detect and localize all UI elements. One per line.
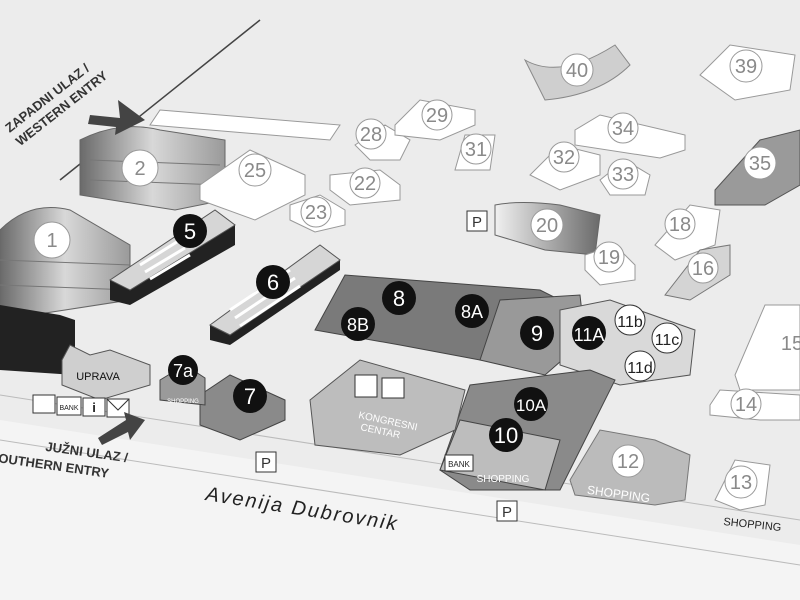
building-19-label: 19 [598, 247, 620, 269]
building-10-label: 10 [494, 423, 518, 448]
building-29[interactable]: 29 [394, 99, 476, 141]
building-14[interactable]: 14 [709, 388, 800, 421]
building-32[interactable]: 32 [529, 141, 601, 191]
building-22-label: 22 [354, 173, 376, 195]
building-5-label: 5 [184, 219, 196, 244]
building-31-label: 31 [465, 139, 487, 161]
building-16[interactable]: 16 [664, 244, 731, 301]
bank-icon-label: BANK [59, 405, 78, 412]
building-2-label: 2 [134, 158, 145, 180]
building-39[interactable]: 39 [699, 44, 796, 101]
shopping-7a-label: SHOPPING [167, 399, 199, 405]
bank-icon [56, 396, 82, 416]
building-8b-label: 8B [347, 315, 369, 335]
building-1[interactable]: 1 [0, 207, 131, 321]
building-33[interactable]: 33 [599, 158, 651, 196]
parking-icon [496, 500, 518, 522]
building-8a-label: 8A [461, 302, 483, 322]
building-9-label: 9 [531, 321, 543, 346]
service-icons: BANK i [32, 394, 130, 418]
bank-10-label: BANK [448, 460, 470, 469]
building-12[interactable]: 12 SHOPPING [569, 429, 691, 506]
building-7-label: 7 [244, 384, 256, 409]
road-edge [0, 439, 800, 566]
building-8-label: 8 [393, 286, 405, 311]
building-22[interactable]: 22 [329, 167, 401, 206]
building-39-label: 39 [735, 56, 757, 78]
building-14-label: 14 [735, 394, 757, 416]
parking-icon [466, 210, 488, 232]
road-avenija-dubrovnik [0, 420, 800, 600]
building-23-label: 23 [305, 202, 327, 224]
building-2[interactable]: 2 [79, 126, 226, 211]
building-29-label: 29 [426, 105, 448, 127]
building-2-roof [149, 109, 341, 141]
building-31[interactable]: 31 [454, 133, 496, 171]
shopping-13-label: SHOPPING [723, 516, 782, 534]
building-34-label: 34 [612, 118, 634, 140]
building-40-label: 40 [566, 60, 588, 82]
building-1-label: 1 [46, 230, 57, 252]
building-7a[interactable]: 7a SHOPPING [159, 355, 206, 406]
building-10-complex[interactable]: 10A 10 BANK SHOPPING [439, 369, 616, 491]
building-15-label: 15 [781, 333, 800, 355]
building-5[interactable]: 5 [109, 209, 236, 305]
svg-text:i: i [92, 400, 96, 415]
building-25-label: 25 [244, 160, 266, 182]
building-6-label: 6 [267, 270, 279, 295]
building-7a-label: 7a [173, 361, 194, 381]
shopping-10-label: SHOPPING [477, 474, 530, 485]
building-16-label: 16 [692, 258, 714, 280]
building-20-label: 20 [536, 215, 558, 237]
building-25[interactable]: 25 [199, 149, 306, 221]
building-35-label: 35 [749, 153, 771, 175]
building-20[interactable]: 20 [494, 202, 601, 256]
building-40[interactable]: 40 [523, 44, 631, 101]
building-8-complex[interactable]: 8 8A 8B 9 [314, 274, 586, 376]
building-28-label: 28 [360, 124, 382, 146]
coffee-icon [32, 394, 56, 414]
building-35[interactable]: 35 [714, 129, 800, 206]
southern-entry-arrow-icon [98, 412, 145, 445]
building-11a-label: 11A [574, 325, 605, 345]
building-13-label: 13 [730, 472, 752, 494]
building-11d-label: 11d [627, 360, 653, 377]
building-10a-label: 10A [516, 396, 547, 415]
building-13[interactable]: 13 SHOPPING [714, 459, 782, 534]
western-entry-arrow-icon [88, 100, 145, 135]
building-11b-label: 11b [617, 314, 643, 331]
parking-icon [255, 451, 277, 473]
building-kongresni-centar[interactable]: KONGRESNI CENTAR [309, 359, 466, 456]
building-15[interactable]: 15 [734, 304, 800, 391]
building-18[interactable]: 18 [654, 204, 721, 261]
building-7[interactable]: 7 [199, 374, 286, 441]
parking-label: P [472, 214, 482, 231]
building-6[interactable]: 6 [209, 244, 341, 345]
mail-icon [106, 398, 130, 418]
building-23[interactable]: 23 [289, 194, 346, 233]
building-18-label: 18 [669, 214, 691, 236]
parking-label: P [261, 455, 271, 472]
building-33-label: 33 [612, 164, 634, 186]
parking-markers: P P P [255, 210, 518, 522]
building-11-complex[interactable]: 11A 11b 11c 11d [559, 299, 696, 386]
uprava-label: UPRAVA [76, 371, 120, 383]
building-uprava[interactable]: UPRAVA [0, 305, 151, 401]
building-32-label: 32 [553, 147, 575, 169]
parking-label: P [502, 504, 512, 521]
building-19[interactable]: 19 [584, 241, 636, 286]
info-icon [82, 397, 106, 417]
building-12-label: 12 [617, 451, 639, 473]
building-11c-label: 11c [655, 332, 680, 349]
building-34[interactable]: 34 [574, 112, 686, 159]
